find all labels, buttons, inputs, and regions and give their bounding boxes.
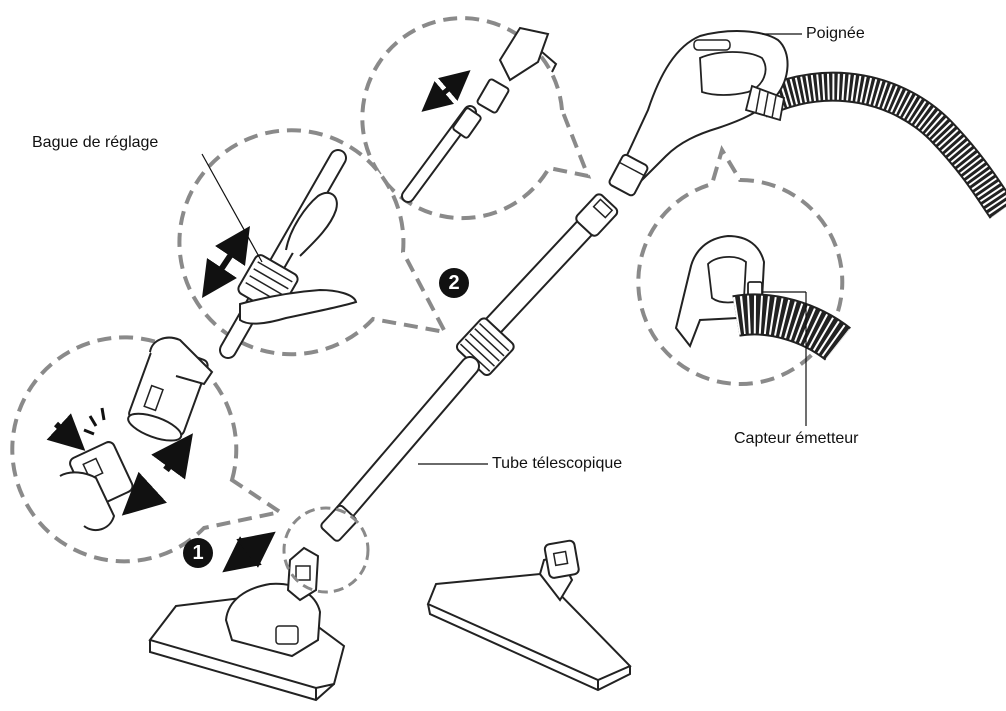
label-handle: Poignée — [806, 25, 865, 42]
detail-bubble-nozzle-connection — [360, 16, 592, 221]
label-telescopic-tube: Tube télescopique — [492, 455, 623, 472]
label-adjustment-ring: Bague de réglage — [32, 134, 159, 151]
detail-bubble-nozzle-clip — [10, 335, 286, 564]
step-one-badge: 1 — [183, 538, 213, 568]
handle-illustration — [608, 30, 1006, 219]
telescopic-tube-illustration — [320, 193, 619, 542]
floor-nozzle-parquet — [426, 539, 632, 692]
step-two-badge: 2 — [439, 268, 469, 298]
label-sensor: Capteur émetteur — [734, 430, 859, 447]
leader-lines — [201, 33, 807, 465]
detail-bubble-sensor — [636, 145, 851, 386]
floor-nozzle-with-joint — [148, 506, 370, 702]
detail-bubble-adjustment-ring — [177, 128, 449, 359]
